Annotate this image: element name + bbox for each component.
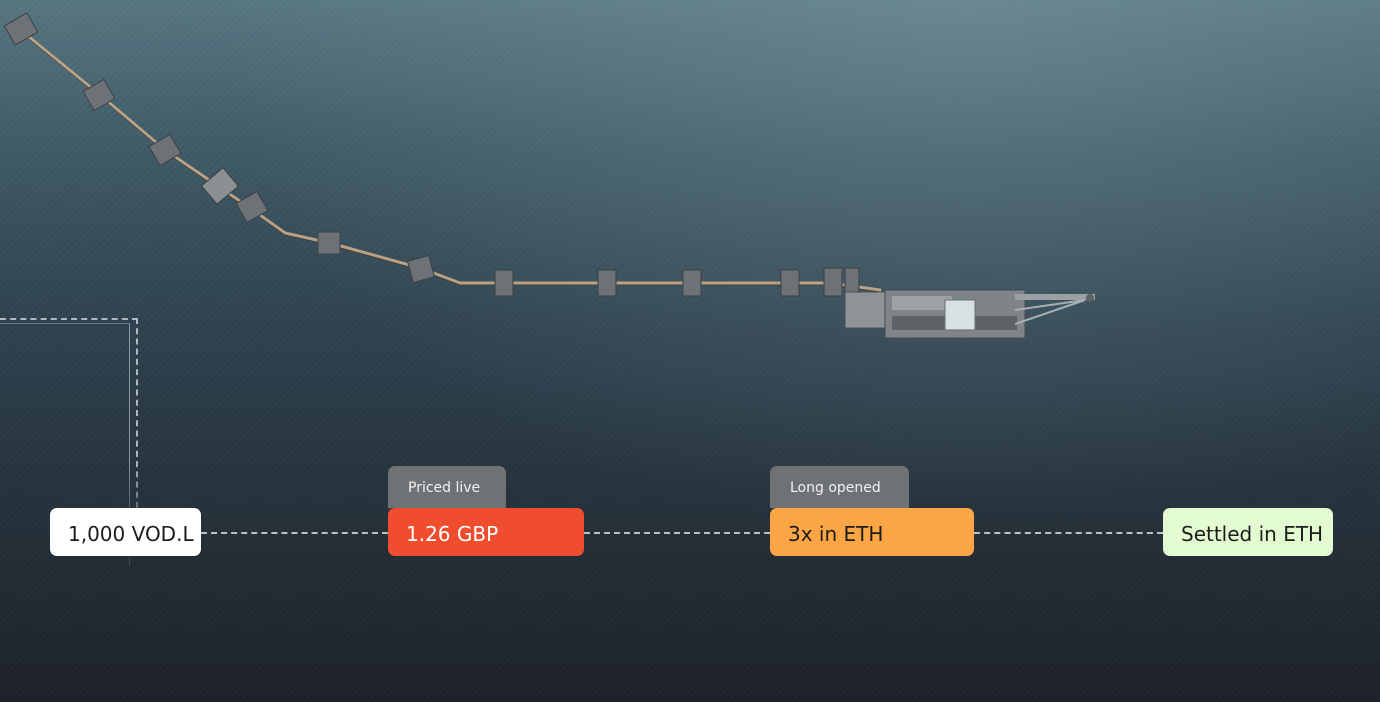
- price-node: 1.26 GBP: [388, 508, 584, 556]
- connector-start-price: [201, 532, 388, 534]
- settle-node: Settled in ETH: [1163, 508, 1333, 556]
- long-label: 3x in ETH: [788, 522, 884, 546]
- flow-band: [50, 462, 1340, 566]
- connector-price-long: [584, 532, 770, 534]
- priced-live-tag: Priced live: [388, 466, 506, 508]
- asset-label: 1,000 VOD.L: [68, 522, 194, 546]
- connector-long-settle: [974, 532, 1163, 534]
- bracket-guide-line: [0, 323, 130, 566]
- dredger-vessel: [844, 289, 1095, 339]
- settle-label: Settled in ETH: [1181, 522, 1324, 546]
- price-label: 1.26 GBP: [406, 522, 499, 546]
- asset-node: 1,000 VOD.L: [50, 508, 201, 556]
- long-opened-tag: Long opened: [770, 466, 909, 508]
- bracket-outline: [0, 318, 138, 508]
- long-node: 3x in ETH: [770, 508, 974, 556]
